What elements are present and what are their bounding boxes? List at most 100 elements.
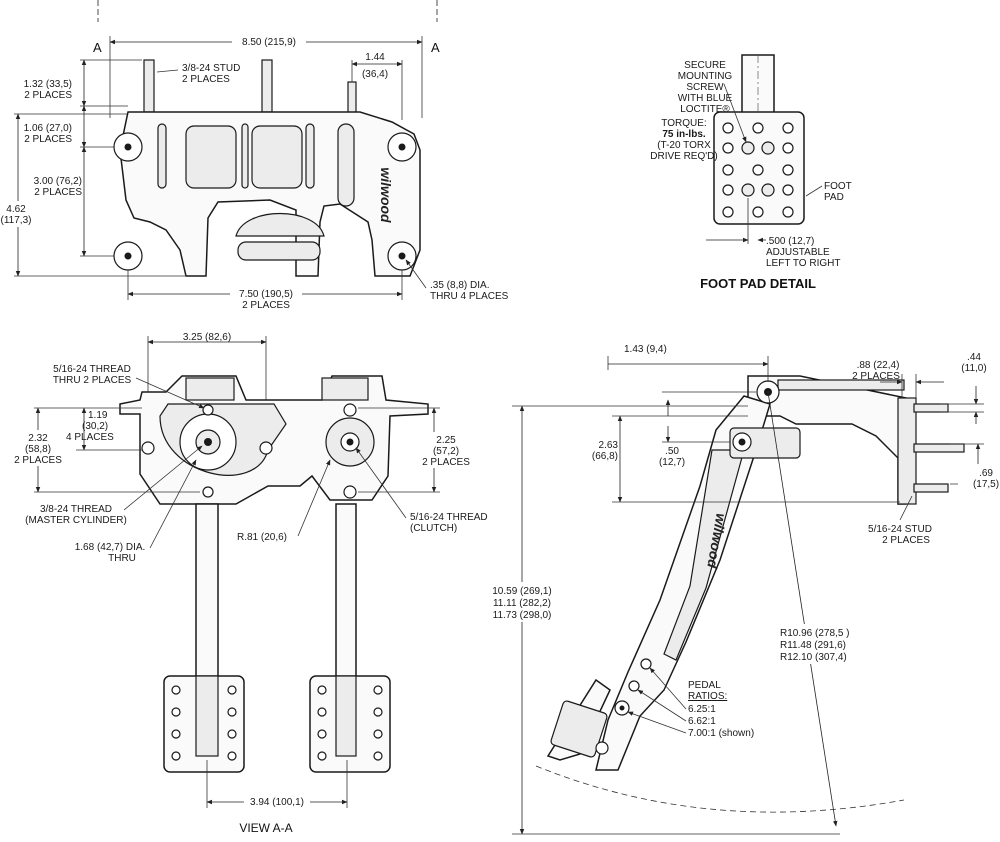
plate-hole [141,441,155,455]
note-line: SECURE [684,60,726,71]
foot-pad-label: PAD [824,192,844,203]
section-mark-left: A [93,40,102,55]
ratio-a-label: 6.25:1 [688,704,716,715]
label-bg [486,582,558,622]
note-line: SCREW [686,82,724,93]
note-line: WITH BLUE [678,93,733,104]
dim-069-mm: (17,5) [973,479,999,490]
leader-line [149,459,197,549]
dim-143-label: 1.43 (9,4) [624,344,667,355]
stud-callout: 3/8-24 STUD [182,63,240,74]
bracket-rib [305,123,315,189]
mount-hole-center [124,252,132,260]
offset-label: 1.06 (27,0) [24,123,72,134]
ratio-hole-a [640,658,652,670]
dim-050-label: .50 [665,446,679,457]
label-bg [14,430,64,466]
leader-line [899,495,913,521]
pad-screw [741,141,755,155]
radius-label: R11.48 (291,6) [780,640,846,651]
pad-holes-brake [171,685,237,761]
pad-hole [722,122,734,134]
dim-088-places: 2 PLACES [852,371,900,382]
dim-069-label: .69 [979,468,993,479]
ratios-title: RATIOS: [688,691,727,702]
bracket-plate [897,397,917,505]
pad-pivot [595,741,609,755]
hole-spacing-v-label: 3.00 (76,2) [34,176,82,187]
label-bg [776,624,850,664]
pad-screw [761,183,775,197]
pad-screw [761,141,775,155]
ratios-title: PEDAL [688,680,721,691]
plate-hole [343,485,357,499]
dim-119-mm: (30,2) [82,421,108,432]
bracket-window [251,125,303,189]
top-block [321,377,369,401]
label-bg [958,464,996,490]
top-view: A A 8.50 (215,9) 3/8-24 STUD 2 PLACES 1.… [0,0,509,311]
bore-dia-label: 1.68 (42,7) DIA. [75,542,146,553]
clutch-arm-lower [335,675,357,757]
leader-line [637,689,687,722]
pad-hole [782,122,794,134]
torque-line: TORQUE: [661,118,706,129]
view-a-a-title: VIEW A-A [239,821,292,835]
leader-line [405,259,427,289]
leader-line [156,69,179,73]
offset-places: 2 PLACES [24,134,72,145]
note-line: LOCTITE® [680,104,730,115]
leader-line [723,83,747,143]
thread-top-places: THRU 2 PLACES [53,375,132,386]
stud-height-label: 1.32 (33,5) [24,79,72,90]
stud-callout-places: 2 PLACES [182,74,230,85]
dim-088-label: .88 (22,4) [857,360,900,371]
torque-value: 75 in-lbs. [662,129,706,140]
dim-119-places: 4 PLACES [66,432,114,443]
foot-pad-detail: SECURE MOUNTING SCREW WITH BLUE LOCTITE®… [650,54,852,291]
brake-arm-lower [195,675,219,757]
overall-height-mm: (117,3) [1,215,32,226]
ratio-hole-c-center [619,705,625,711]
side-view: wilwood 1.43 (9,4) .88 (22,4) 2 PLACES [486,344,999,835]
leader-line [805,185,823,197]
dim-232-places: 2 PLACES [14,455,62,466]
pad-hole [752,122,764,134]
mc-thread-label: 3/8-24 THREAD [40,504,112,515]
bracket-arch [235,212,325,237]
torque-line: DRIVE REQ'D) [650,151,717,162]
plate-hole [343,403,357,417]
foot-pad-label: FOOT [824,181,852,192]
dim-050-mm: (12,7) [659,457,685,468]
mount-hole-center [398,143,406,151]
pad-hole [782,164,794,176]
pad-hole [722,164,734,176]
hole-dia-label: .35 (8,8) DIA. [430,280,489,291]
stud-height-places: 2 PLACES [24,90,72,101]
bracket-flange [777,379,905,391]
adjust-label: LEFT TO RIGHT [766,258,840,269]
bracket-rib [337,123,355,207]
dim-232-mm: (58,8) [25,444,51,455]
length-label: 11.73 (298,0) [493,610,552,621]
dim-044-label: .44 [967,352,981,363]
dim-263-mm: (66,8) [592,451,618,462]
adjust-label: .500 (12,7) [766,236,814,247]
radius-label: R.81 (20,6) [237,532,287,543]
dim-overall-width-label: 8.50 (215,9) [242,37,296,48]
plate-hole [202,404,214,416]
leader-line [123,445,203,511]
label-bg [418,432,474,468]
note-line: MOUNTING [678,71,733,82]
label-bg [244,795,310,808]
label-bg [232,35,306,48]
pad-hole [752,164,764,176]
clutch-thread-sub: (CLUTCH) [410,523,457,534]
leader-line [649,667,687,710]
stud [913,443,965,453]
bore-dia-sub: THRU [108,553,136,564]
leader-line [355,447,407,519]
side-pad-bracket [550,700,608,758]
pad-hole [782,206,794,218]
clutch-port-center [346,438,354,446]
